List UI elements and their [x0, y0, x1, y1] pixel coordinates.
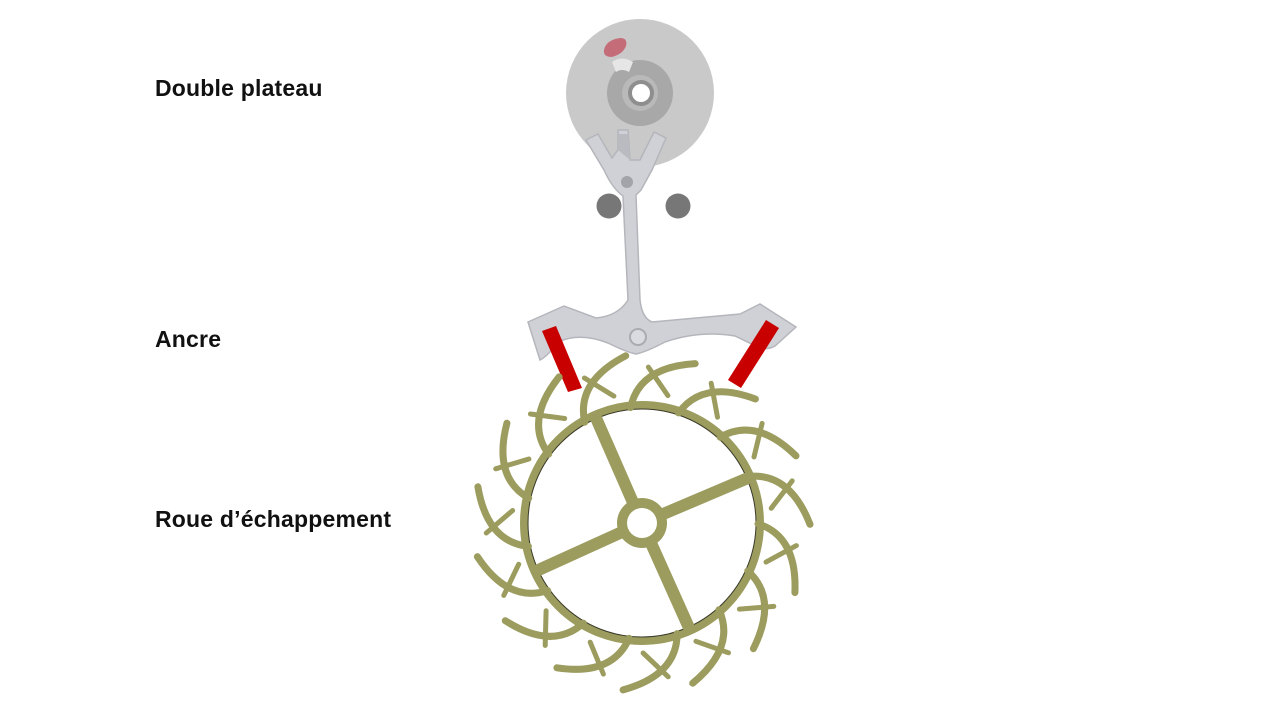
wheel-tooth-branch [763, 543, 799, 565]
wheel-tooth [716, 426, 800, 460]
banking-pin-right [665, 193, 691, 219]
wheel-tooth [627, 360, 699, 412]
wheel-tooth-branch [708, 380, 720, 420]
double-plateau-label: Double plateau [155, 75, 323, 101]
fork-slot [618, 134, 630, 160]
wheel-tooth [675, 388, 759, 417]
plateau-notch [612, 58, 633, 72]
roue-echappement-label: Roue d’échappement [155, 506, 392, 532]
wheel-tooth-branch [483, 508, 516, 536]
anchor-pivot [629, 328, 647, 346]
wheel-tooth [474, 483, 532, 550]
wheel-teeth [473, 352, 814, 694]
wheel-tooth-branch [768, 478, 795, 511]
pallet-exit [728, 320, 779, 388]
wheel-tooth-branch [587, 639, 606, 677]
wheel-tooth [744, 567, 769, 653]
wheel-tooth-branch [527, 411, 568, 421]
wheel-hub-hole [627, 508, 657, 538]
wheel-tooth-branch [581, 375, 617, 399]
wheel-tooth-branch [640, 650, 671, 680]
wheel-tooth-branch [693, 638, 731, 656]
wheel-tooth-branch [501, 561, 522, 598]
wheel-tooth [619, 630, 681, 694]
wheel-tooth-branch [736, 603, 777, 612]
wheel-tooth [535, 373, 563, 458]
wheel-tooth-branch [493, 456, 532, 472]
wheel-tooth [501, 617, 587, 640]
wheel-tooth [553, 634, 633, 673]
plateau-hole [630, 82, 652, 104]
banking-pin-left [596, 193, 622, 219]
wheel-tooth [744, 472, 814, 528]
fork-pivot [621, 176, 633, 188]
wheel-tooth-branch [542, 608, 549, 648]
plateau-hole-edge [628, 80, 654, 106]
pallet-entry [542, 326, 582, 392]
wheel-tooth [499, 419, 533, 502]
anchor-fork [527, 129, 798, 362]
ancre-label: Ancre [155, 326, 222, 352]
escape-wheel [473, 352, 814, 694]
wheel-tooth [689, 606, 728, 687]
wheel-tooth-branch [751, 420, 765, 460]
ruby-pin [603, 38, 627, 57]
double-plateau [566, 19, 714, 167]
anchor [527, 129, 798, 392]
wheel-tooth [473, 553, 552, 597]
wheel-tooth [754, 520, 799, 596]
wheel-tooth [580, 352, 630, 426]
banking-pins [596, 193, 691, 219]
